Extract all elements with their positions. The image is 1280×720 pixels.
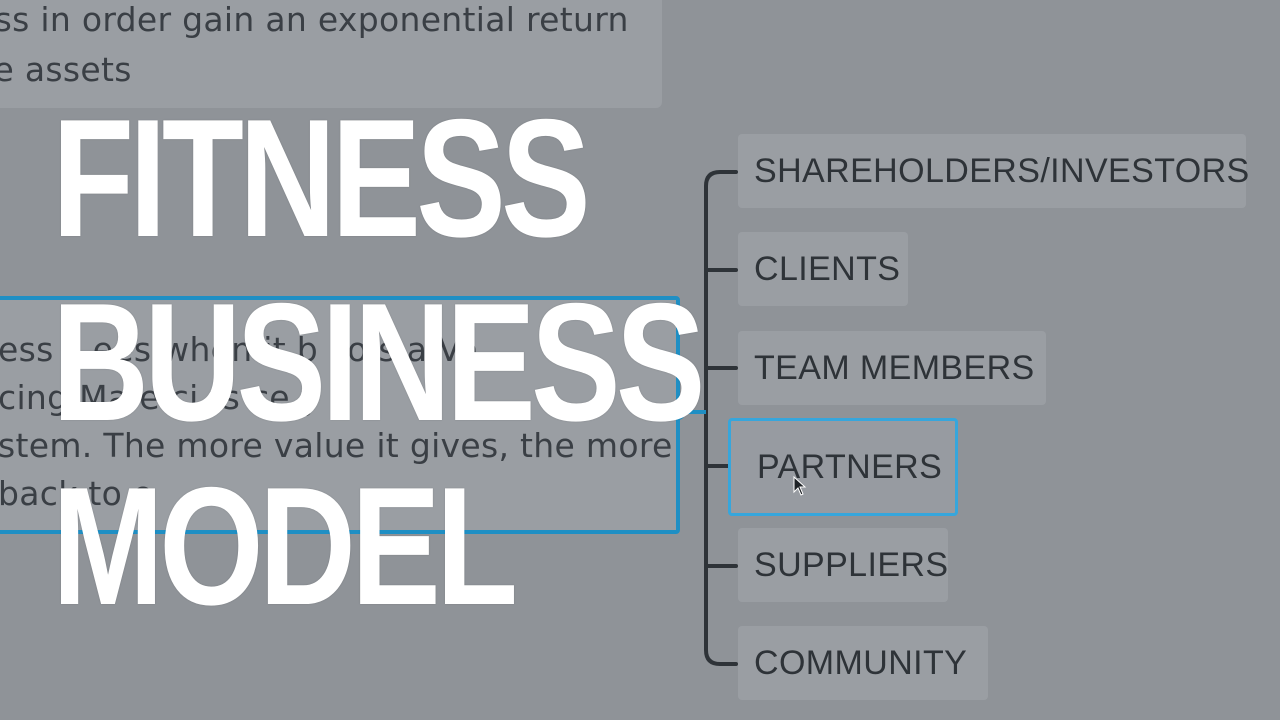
central-topic-line: back to o xyxy=(0,474,154,513)
top-card-line: ess in order gain an exponential return xyxy=(0,0,629,39)
node-community[interactable]: COMMUNITY xyxy=(738,626,988,700)
node-suppliers[interactable]: SUPPLIERS xyxy=(738,528,948,602)
central-topic-line: ess s ees when it b co s a Va xyxy=(0,330,479,369)
node-shareholders-investors[interactable]: SHAREHOLDERS/INVESTORS xyxy=(738,134,1249,208)
node-label: PARTNERS xyxy=(757,447,943,486)
central-topic-line: cing Ma e ci ts ce y xyxy=(0,378,321,417)
node-label: SHAREHOLDERS/INVESTORS xyxy=(754,151,1250,190)
node-label: SUPPLIERS xyxy=(754,545,949,584)
branch-connector-dot[interactable] xyxy=(671,406,685,420)
top-text-card: ess in order gain an exponential return … xyxy=(0,0,662,108)
title-line-fitness: FITNESS xyxy=(52,84,591,272)
node-label: TEAM MEMBERS xyxy=(754,348,1035,387)
node-partners[interactable]: PARTNERS xyxy=(728,418,958,516)
title-line-business: BUSINESS xyxy=(52,268,705,456)
mouse-cursor-icon xyxy=(793,476,807,496)
title-line-model: MODEL xyxy=(52,452,518,640)
node-label: COMMUNITY xyxy=(754,643,968,682)
central-topic-line: stem. The more value it gives, the more xyxy=(0,426,673,465)
node-label: CLIENTS xyxy=(754,249,901,288)
node-clients[interactable]: CLIENTS xyxy=(738,232,908,306)
video-title: FITNESS BUSINESS MODEL xyxy=(52,84,705,640)
node-team-members[interactable]: TEAM MEMBERS xyxy=(738,331,1046,405)
top-card-line: se assets xyxy=(0,50,132,89)
